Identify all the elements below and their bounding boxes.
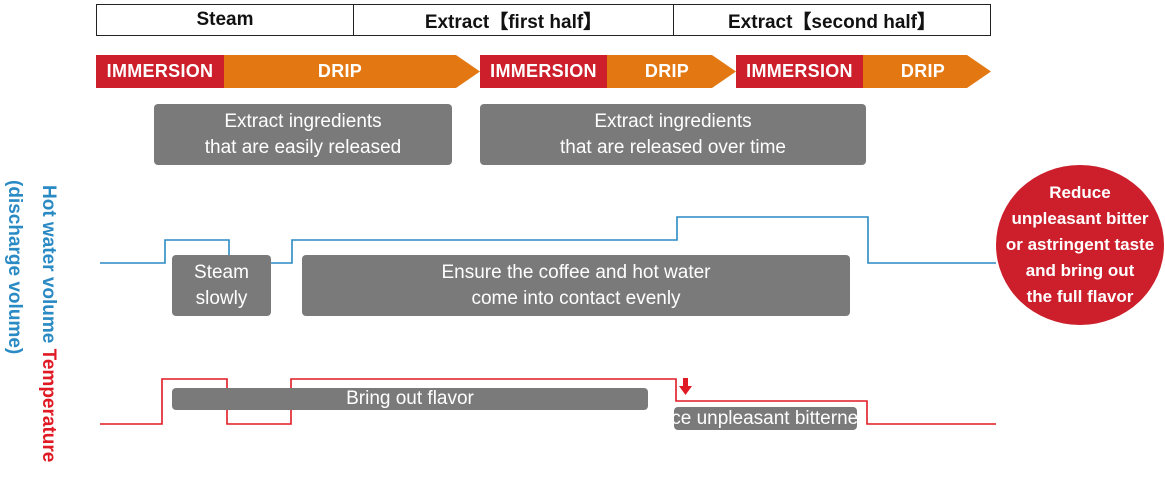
immersion-block-3: [736, 55, 863, 88]
segment-immersion-3: IMMERSION: [746, 61, 853, 81]
drip-arrow-1: [224, 55, 480, 88]
segment-drip-3: DRIP: [900, 61, 946, 81]
axis-label-water: Hot water volume: [38, 185, 59, 344]
segment-immersion-2: IMMERSION: [490, 61, 597, 81]
phase-steam: Steam: [196, 9, 254, 30]
note-easily-released: Extract ingredients that are easily rele…: [154, 104, 452, 165]
water-volume-line: [100, 216, 996, 264]
axis-label-group: Hot water volume Temperature: [37, 185, 59, 462]
note-reduce-bitterness: Reduce unpleasant bitterness: [674, 407, 857, 430]
phase-header: Steam Extract【first half】 Extract【second…: [96, 4, 991, 36]
note-even-contact: Ensure the coffee and hot water come int…: [302, 255, 850, 316]
segment-drip-2: DRIP: [644, 61, 690, 81]
axis-label-temperature: Temperature: [38, 348, 59, 463]
immersion-block-2: [480, 55, 607, 88]
drip-arrow-3: [863, 55, 991, 88]
note-reduce-bitterness-text: Reduce unpleasant bitterness: [674, 407, 857, 429]
phase-extract-first: Extract【first half】: [353, 5, 673, 35]
down-arrow-icon: [679, 378, 692, 395]
drip-arrow-2: [607, 55, 736, 88]
note-released-over-time: Extract ingredients that are released ov…: [480, 104, 866, 165]
result-circle: Reduce unpleasant bitter or astringent t…: [996, 165, 1164, 325]
immersion-block-1: [96, 55, 224, 88]
note-steam-slowly: Steam slowly: [172, 255, 271, 316]
segment-drip-1: DRIP: [317, 61, 363, 81]
phase-extract-second: Extract【second half】: [673, 5, 990, 35]
note-bring-out-flavor: Bring out flavor: [172, 388, 648, 410]
segment-immersion-1: IMMERSION: [106, 61, 214, 81]
axis-label-water-sub: (discharge volume): [4, 180, 25, 355]
